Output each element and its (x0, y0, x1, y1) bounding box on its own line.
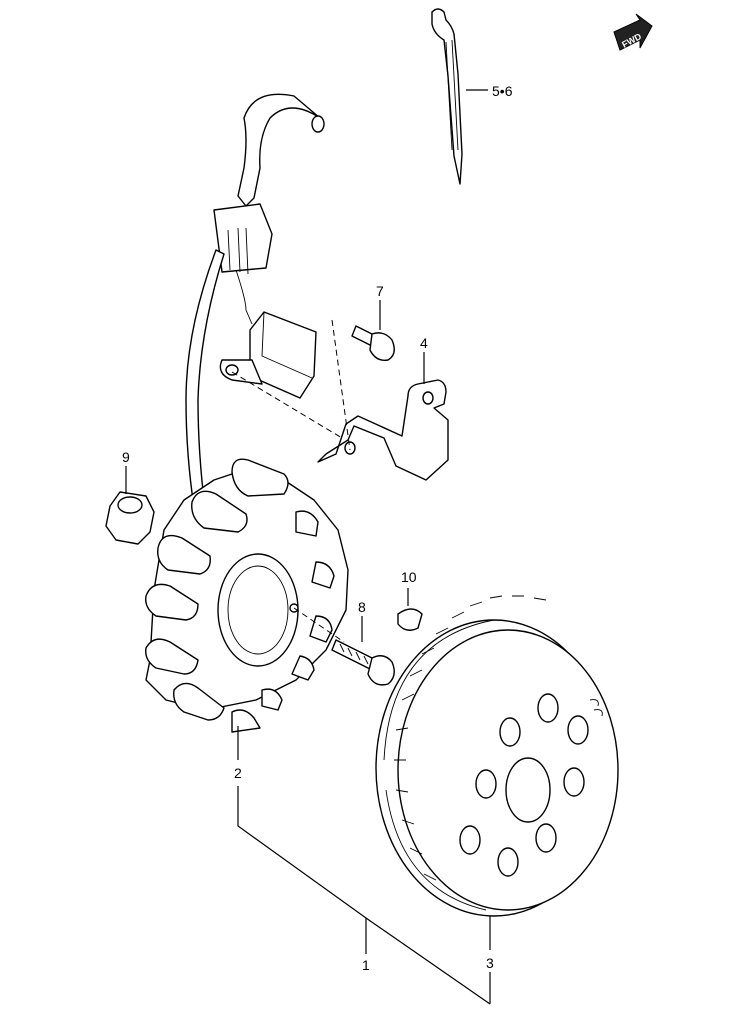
bracket-4 (317, 379, 449, 481)
fwd-arrow-icon: FWD (613, 13, 653, 51)
bolt-8 (331, 639, 395, 686)
stator-2 (145, 458, 349, 733)
label-2: 2 (234, 765, 242, 781)
coil-guide (231, 371, 343, 439)
label-4: 4 (420, 335, 428, 351)
pickup-coil (219, 311, 317, 399)
rotor-3 (375, 595, 619, 917)
label-5-6: 5•6 (492, 83, 513, 99)
leader-lines (125, 89, 491, 1005)
label-8: 8 (358, 599, 366, 615)
bolt8-guide (293, 607, 345, 643)
label-9: 9 (122, 449, 130, 465)
nut-9 (105, 491, 155, 545)
wire-harness (185, 93, 325, 521)
label-1: 1 (362, 957, 370, 973)
key-10 (397, 608, 423, 631)
label-10: 10 (401, 569, 417, 585)
bolt7-guide (331, 319, 351, 451)
label-7: 7 (376, 283, 384, 299)
cable-tie (431, 8, 463, 185)
label-3: 3 (486, 955, 494, 971)
bolt-7 (351, 325, 395, 361)
